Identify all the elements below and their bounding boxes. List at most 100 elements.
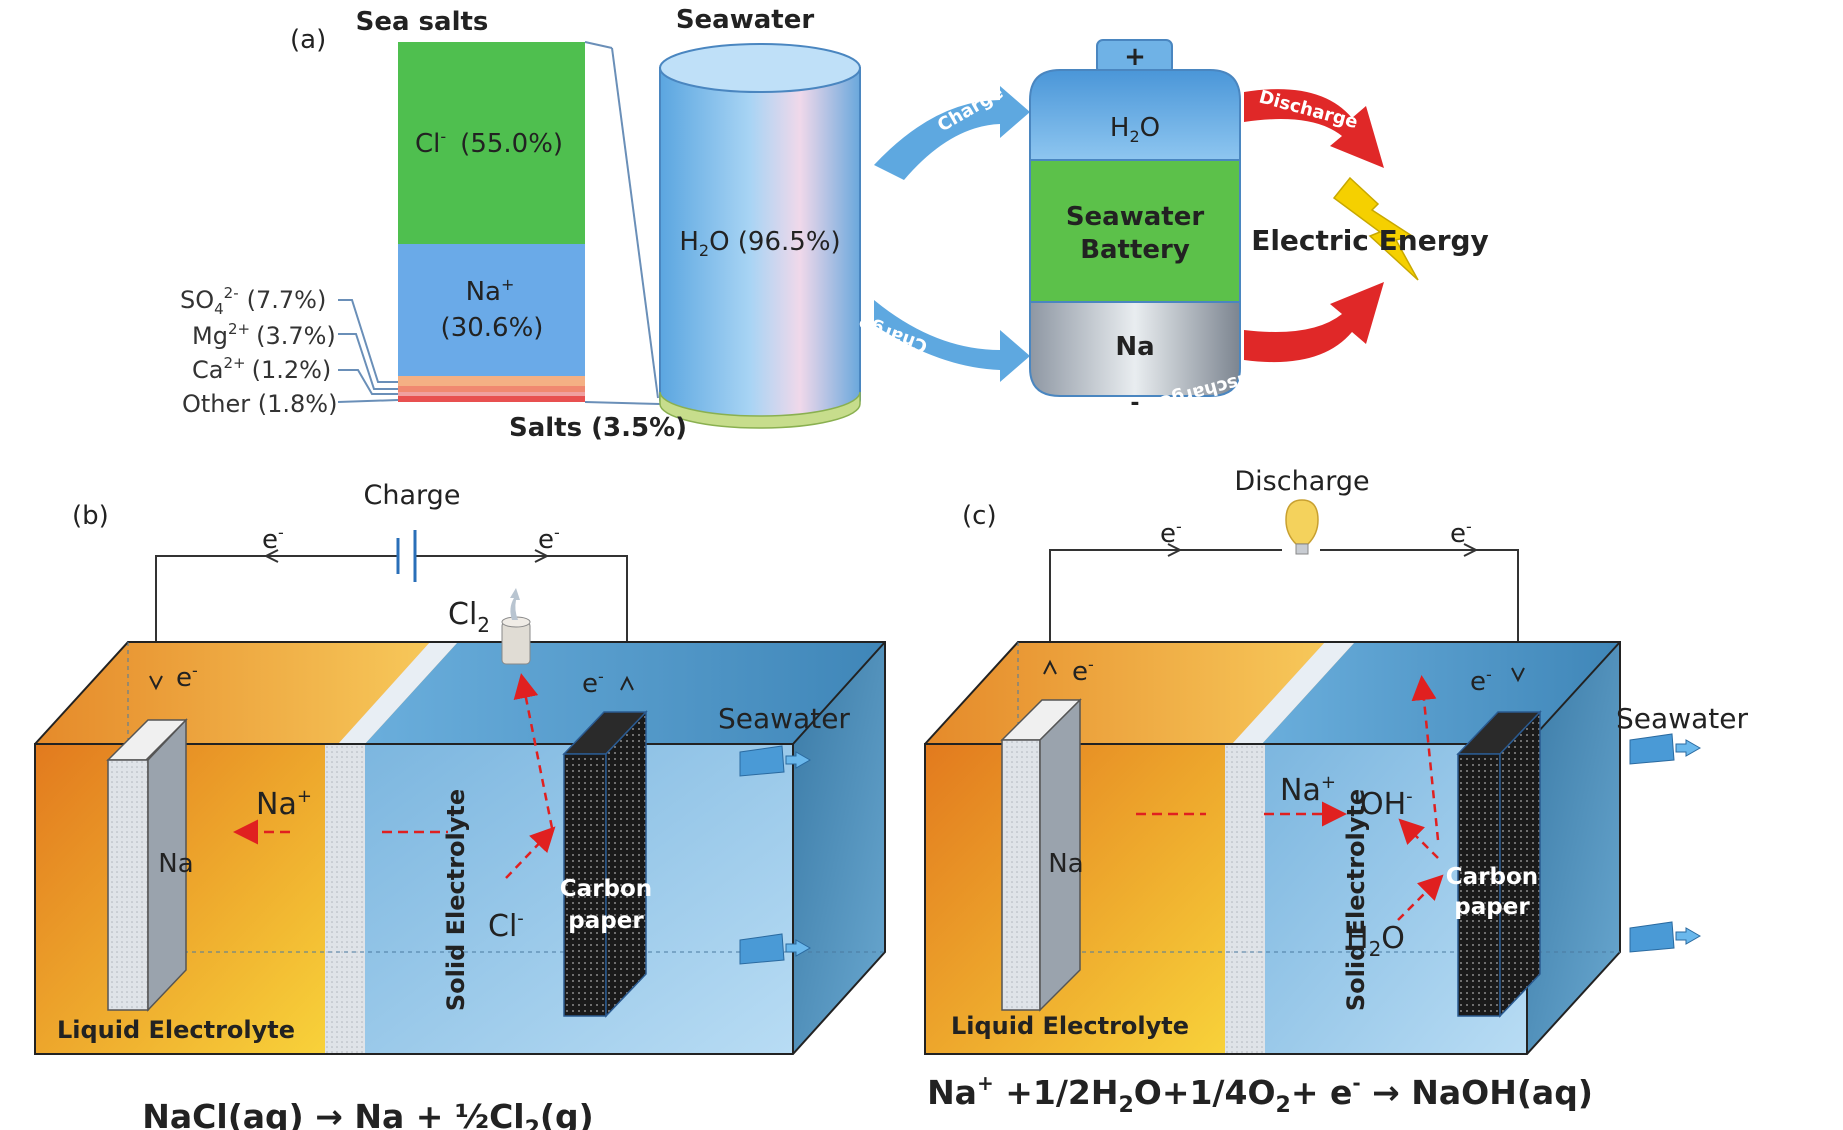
cl-label: Cl-(55.0%) [415, 127, 563, 159]
electric-energy-label: Electric Energy [1251, 224, 1489, 257]
c-e-cell-right: e- [1470, 665, 1492, 697]
discharge-arrow-bottom [1244, 282, 1384, 363]
b-na-side [147, 718, 187, 1012]
b-seawater-label: Seawater [718, 702, 850, 735]
c-e-right: e- [1450, 517, 1472, 549]
b-cl2-gas-icon [501, 621, 531, 665]
b-na-front [107, 759, 149, 1011]
c-seawater-outlet [1629, 921, 1702, 953]
c-top-membrane [1232, 642, 1355, 744]
cl-segment [398, 42, 585, 244]
mg-leader [338, 333, 398, 390]
salts-label: Salts (3.5%) [509, 413, 687, 443]
seawater-title: Seawater [676, 5, 815, 35]
panel-c: (c) Discharge e- e- Na [924, 466, 1748, 1118]
na-pct: (30.6%) [441, 313, 544, 343]
b-na-ion-label: Na+ [256, 786, 312, 822]
e-arrow-right [534, 549, 550, 563]
c-e-down-arrow [1511, 667, 1525, 683]
b-cl2-release-arrow [513, 673, 554, 829]
b-carbon-label-1: Carbon [560, 876, 652, 902]
panel-b-title: Charge [364, 480, 461, 511]
c-liquid-electrolyte-label: Liquid Electrolyte [951, 1012, 1189, 1040]
b-edge [792, 641, 886, 745]
b-top-right [365, 642, 885, 744]
so4-segment [398, 376, 585, 386]
ca-label: Ca2+(1.2%) [192, 354, 331, 384]
battery-plus: + [1124, 42, 1146, 72]
c-carbon-label-2: paper [1454, 894, 1530, 920]
c-edge [1526, 641, 1621, 745]
b-e-up-arrow [620, 675, 634, 691]
c-carbon-side [1499, 710, 1541, 1018]
na-label: Na+ [466, 275, 515, 307]
b-e-down-arrow [149, 675, 163, 691]
c-equation: Na+ +1/2H2O+1/4O2+ e- → NaOH(aq) [927, 1071, 1593, 1118]
b-na-electrode-label: Na [158, 849, 193, 879]
b-solid-electrolyte [325, 744, 365, 1054]
c-seawater-inlet [1629, 733, 1702, 765]
other-leader [337, 399, 399, 403]
panel-b: (b) Charge e- e- Na Carbon paper [34, 480, 886, 1130]
c-solid-electrolyte [1225, 744, 1265, 1054]
ca-segment [398, 392, 585, 396]
c-e-left: e- [1160, 517, 1182, 549]
mg-segment [398, 386, 585, 392]
charge-arrow-top [874, 86, 1030, 180]
b-box-outline [34, 641, 886, 1055]
c-circuit-right-wire [1320, 549, 1519, 680]
c-seawater-label: Seawater [1616, 702, 1748, 735]
na-segment [398, 244, 585, 376]
charge-arrow-bottom [874, 300, 1030, 382]
b-seawater-outlet [739, 933, 812, 965]
panel-c-label: (c) [962, 501, 997, 531]
c-o2-arrow [1411, 675, 1440, 841]
e-arrow-left [263, 549, 279, 563]
b-top-left [35, 642, 430, 744]
b-equation: NaCl(aq) → Na + ½Cl2(g) [142, 1097, 593, 1130]
b-liquid-electrolyte-label: Liquid Electrolyte [57, 1016, 295, 1044]
c-circuit-left-wire [1049, 549, 1282, 680]
panel-a-label: (a) [290, 25, 326, 55]
c-oh-arrow [1398, 818, 1439, 859]
b-seawater-inlet [739, 745, 812, 777]
b-e-right: e- [538, 523, 560, 555]
other-segment [398, 396, 585, 402]
battery-mid-2: Battery [1080, 235, 1190, 265]
b-top-membrane [338, 642, 458, 744]
b-right-face [793, 642, 885, 1054]
seawater-battery [1029, 39, 1241, 397]
c-solid-electrolyte-label: Solid Electrolyte [1342, 789, 1370, 1011]
c-na-ion-label: Na+ [1280, 772, 1336, 808]
c-oh-ion-label: OH- [1360, 786, 1413, 822]
c-na-side [1039, 698, 1081, 1012]
c-h2o-label: H2O [1346, 921, 1405, 961]
battery-mid-1: Seawater [1066, 202, 1205, 232]
panel-c-title: Discharge [1234, 466, 1369, 497]
b-carbon-side [605, 710, 647, 1018]
battery-na: Na [1115, 332, 1154, 362]
b-gas-bubble-icon [510, 588, 520, 620]
c-carbon-label-1: Carbon [1446, 864, 1538, 890]
c-e-arrow-left [1167, 543, 1183, 557]
c-box-outline [924, 641, 1621, 1055]
b-e-cell-left: e- [176, 661, 198, 693]
c-h2o-arrow [1397, 874, 1444, 921]
c-na-electrode-label: Na [1048, 849, 1083, 879]
so4-leader [338, 299, 398, 383]
bar-bottom-leader [584, 401, 661, 405]
c-na-front [1001, 739, 1041, 1011]
bar-top-leader [584, 41, 613, 49]
c-e-arrow-right [1463, 543, 1479, 557]
battery-minus: - [1130, 391, 1139, 416]
so4-label: SO42-(7.7%) [180, 284, 326, 318]
ca-leader [338, 369, 398, 395]
b-e-left: e- [262, 523, 284, 555]
b-cl2-label: Cl2 [448, 597, 490, 637]
c-e-up-arrow [1043, 659, 1057, 675]
panel-a: (a) Sea salts Seawater Cl-(55.0%) Na+ (3… [180, 5, 1489, 443]
seawater-cylinder [659, 43, 861, 429]
lightbulb-icon [1285, 499, 1319, 555]
b-cl-ion-label: Cl- [488, 908, 524, 944]
